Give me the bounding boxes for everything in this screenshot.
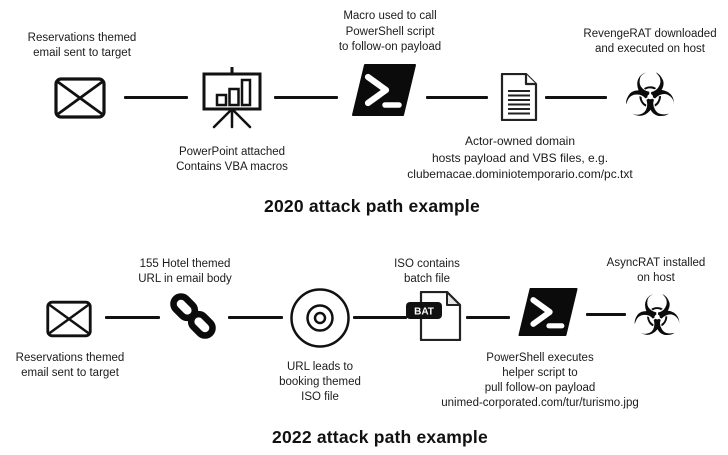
node-label: Actor-owned domain hosts payload and VBS… [407,134,633,181]
connector-line [586,313,626,316]
biohazard-glyph: ☣ [631,284,683,349]
connector-line [545,96,607,99]
node-label: Macro used to call PowerShell script to … [338,10,442,53]
chain-link-icon [167,290,219,342]
connector-line [274,96,338,99]
connector-line [105,316,160,319]
node-label: URL leads to booking themed ISO file [279,361,361,403]
presentation-chart-icon [200,67,264,129]
bat-file-icon: BAT [405,291,463,341]
connector-line [124,96,188,99]
connector-line [228,316,283,319]
connector-line [466,316,510,319]
node-label: Reservations themed email sent to target [27,32,137,59]
document-icon [499,73,539,121]
biohazard-icon: ☣ [620,61,680,131]
connector-line [426,96,488,99]
node-label: 155 Hotel themed URL in email body [138,258,232,285]
envelope-icon [46,300,92,338]
node-label: PowerShell executes helper script to pul… [441,352,639,409]
biohazard-glyph: ☣ [623,61,677,131]
diagram-title-2020: 2020 attack path example [264,196,480,216]
bat-badge-label: BAT [414,307,434,318]
node-label: AsyncRAT installed on host [606,257,706,284]
biohazard-icon: ☣ [629,284,685,349]
node-label: PowerPoint attached Contains VBA macros [176,146,288,173]
connector-line [353,316,407,319]
powershell-icon [352,64,416,116]
cd-disc-icon [289,287,351,349]
node-label: Reservations themed email sent to target [15,352,125,379]
node-label: ISO contains batch file [394,258,460,285]
envelope-icon [54,77,106,119]
node-label: RevengeRAT downloaded and executed on ho… [583,28,717,55]
diagram-title-2022: 2022 attack path example [272,427,488,447]
powershell-icon [517,288,579,336]
diagram-2020: Reservations themed email sent to target… [27,10,717,216]
diagram-2022: Reservations themed email sent to target… [0,228,728,455]
